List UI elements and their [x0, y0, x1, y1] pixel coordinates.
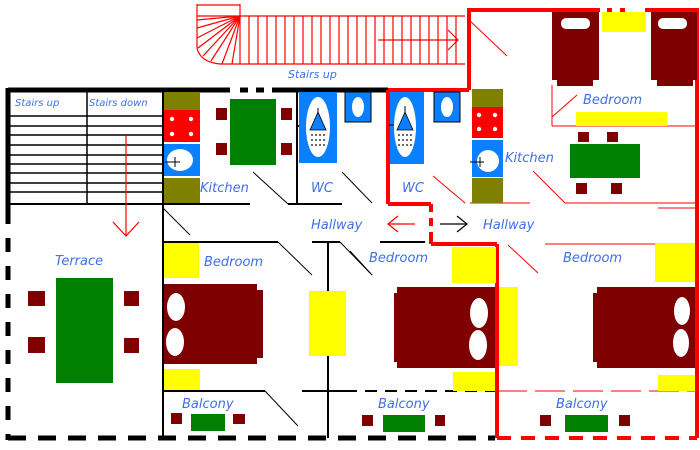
- counter-segment: [164, 92, 200, 110]
- label-bedroom-top-right: Bedroom: [583, 93, 642, 108]
- balcony-2-furniture: [362, 415, 445, 432]
- chair-icon: [540, 415, 551, 426]
- counter-segment: [472, 178, 503, 203]
- counter-segment: [472, 89, 503, 107]
- toilet-icon: [344, 91, 372, 123]
- counter-segment: [164, 178, 200, 203]
- chair-icon: [216, 143, 227, 155]
- label-wc-right: WC: [402, 181, 425, 196]
- right-wc-shower: [389, 92, 424, 164]
- label-hallway-left: Hallway: [311, 218, 363, 233]
- label-stairs-up-left: Stairs up: [15, 98, 59, 109]
- nightstand: [453, 372, 495, 391]
- top-staircase: [196, 4, 465, 65]
- balcony-1-furniture: [171, 413, 245, 431]
- label-wc-left: WC: [311, 181, 334, 196]
- stairs-down-arrow-icon: [112, 136, 140, 237]
- right-apartment-walls: [386, 8, 699, 440]
- label-bedroom-1: Bedroom: [204, 255, 263, 270]
- bed-icon: [651, 12, 697, 86]
- chair-icon: [578, 132, 589, 142]
- nightstand: [655, 243, 695, 282]
- label-balcony-1: Balcony: [182, 397, 234, 412]
- table-icon: [191, 414, 225, 431]
- label-bedroom-2: Bedroom: [369, 251, 428, 266]
- table-icon: [565, 415, 608, 432]
- bedroom-2-furniture: [394, 247, 518, 391]
- left-arrow-icon: [387, 215, 415, 233]
- chair-icon: [576, 183, 587, 194]
- nightstand: [452, 247, 496, 283]
- table-icon: [56, 278, 113, 383]
- left-staircase: [8, 115, 163, 193]
- label-kitchen-left: Kitchen: [200, 181, 249, 196]
- stove-icon: [472, 107, 503, 138]
- toilet-icon: [433, 91, 461, 123]
- dresser: [576, 112, 667, 126]
- label-hallway-right: Hallway: [483, 218, 535, 233]
- bed-icon: [552, 12, 599, 86]
- right-kitchen-dining-set: [570, 132, 640, 194]
- table-icon: [230, 99, 276, 165]
- label-stairs-up-top: Stairs up: [288, 68, 337, 81]
- bed-icon: [593, 287, 695, 368]
- left-kitchen-dining-set: [216, 99, 292, 165]
- dresser: [309, 291, 346, 356]
- chair-icon: [28, 337, 45, 353]
- label-bedroom-3: Bedroom: [563, 251, 622, 266]
- stove-icon: [164, 110, 200, 142]
- label-kitchen-right: Kitchen: [505, 151, 554, 166]
- chair-icon: [281, 143, 292, 155]
- bed-icon: [164, 284, 263, 364]
- chair-icon: [124, 338, 139, 353]
- chair-icon: [611, 183, 622, 194]
- right-arrow-icon: [440, 215, 468, 233]
- label-balcony-2: Balcony: [378, 397, 430, 412]
- left-apartment-walls: [5, 87, 495, 441]
- bedroom-1-furniture: [164, 243, 346, 390]
- label-balcony-3: Balcony: [556, 397, 608, 412]
- chair-icon: [281, 108, 292, 120]
- chair-icon: [233, 414, 245, 424]
- bed-icon: [394, 287, 495, 368]
- nightstand: [164, 243, 199, 278]
- label-stairs-down: Stairs down: [89, 98, 148, 109]
- chair-icon: [619, 415, 630, 426]
- chair-icon: [607, 132, 618, 142]
- nightstand: [602, 12, 646, 32]
- chair-icon: [28, 291, 45, 306]
- label-terrace: Terrace: [55, 254, 103, 269]
- chair-icon: [362, 415, 373, 426]
- chair-icon: [216, 108, 227, 120]
- bedroom-3-furniture: [593, 243, 695, 391]
- right-kitchen-counter: [470, 89, 503, 203]
- left-wc-shower: [299, 92, 337, 163]
- terrace-dining-set: [28, 278, 139, 383]
- table-icon: [383, 415, 425, 432]
- chair-icon: [124, 291, 139, 306]
- nightstand: [499, 287, 518, 366]
- balcony-3-furniture: [540, 415, 630, 432]
- table-icon: [570, 144, 640, 178]
- nightstand: [164, 369, 200, 390]
- chair-icon: [171, 413, 182, 424]
- nightstand: [658, 375, 695, 391]
- chair-icon: [435, 415, 445, 426]
- left-kitchen-counter: [164, 92, 200, 203]
- top-right-bedroom-furniture: [552, 12, 697, 126]
